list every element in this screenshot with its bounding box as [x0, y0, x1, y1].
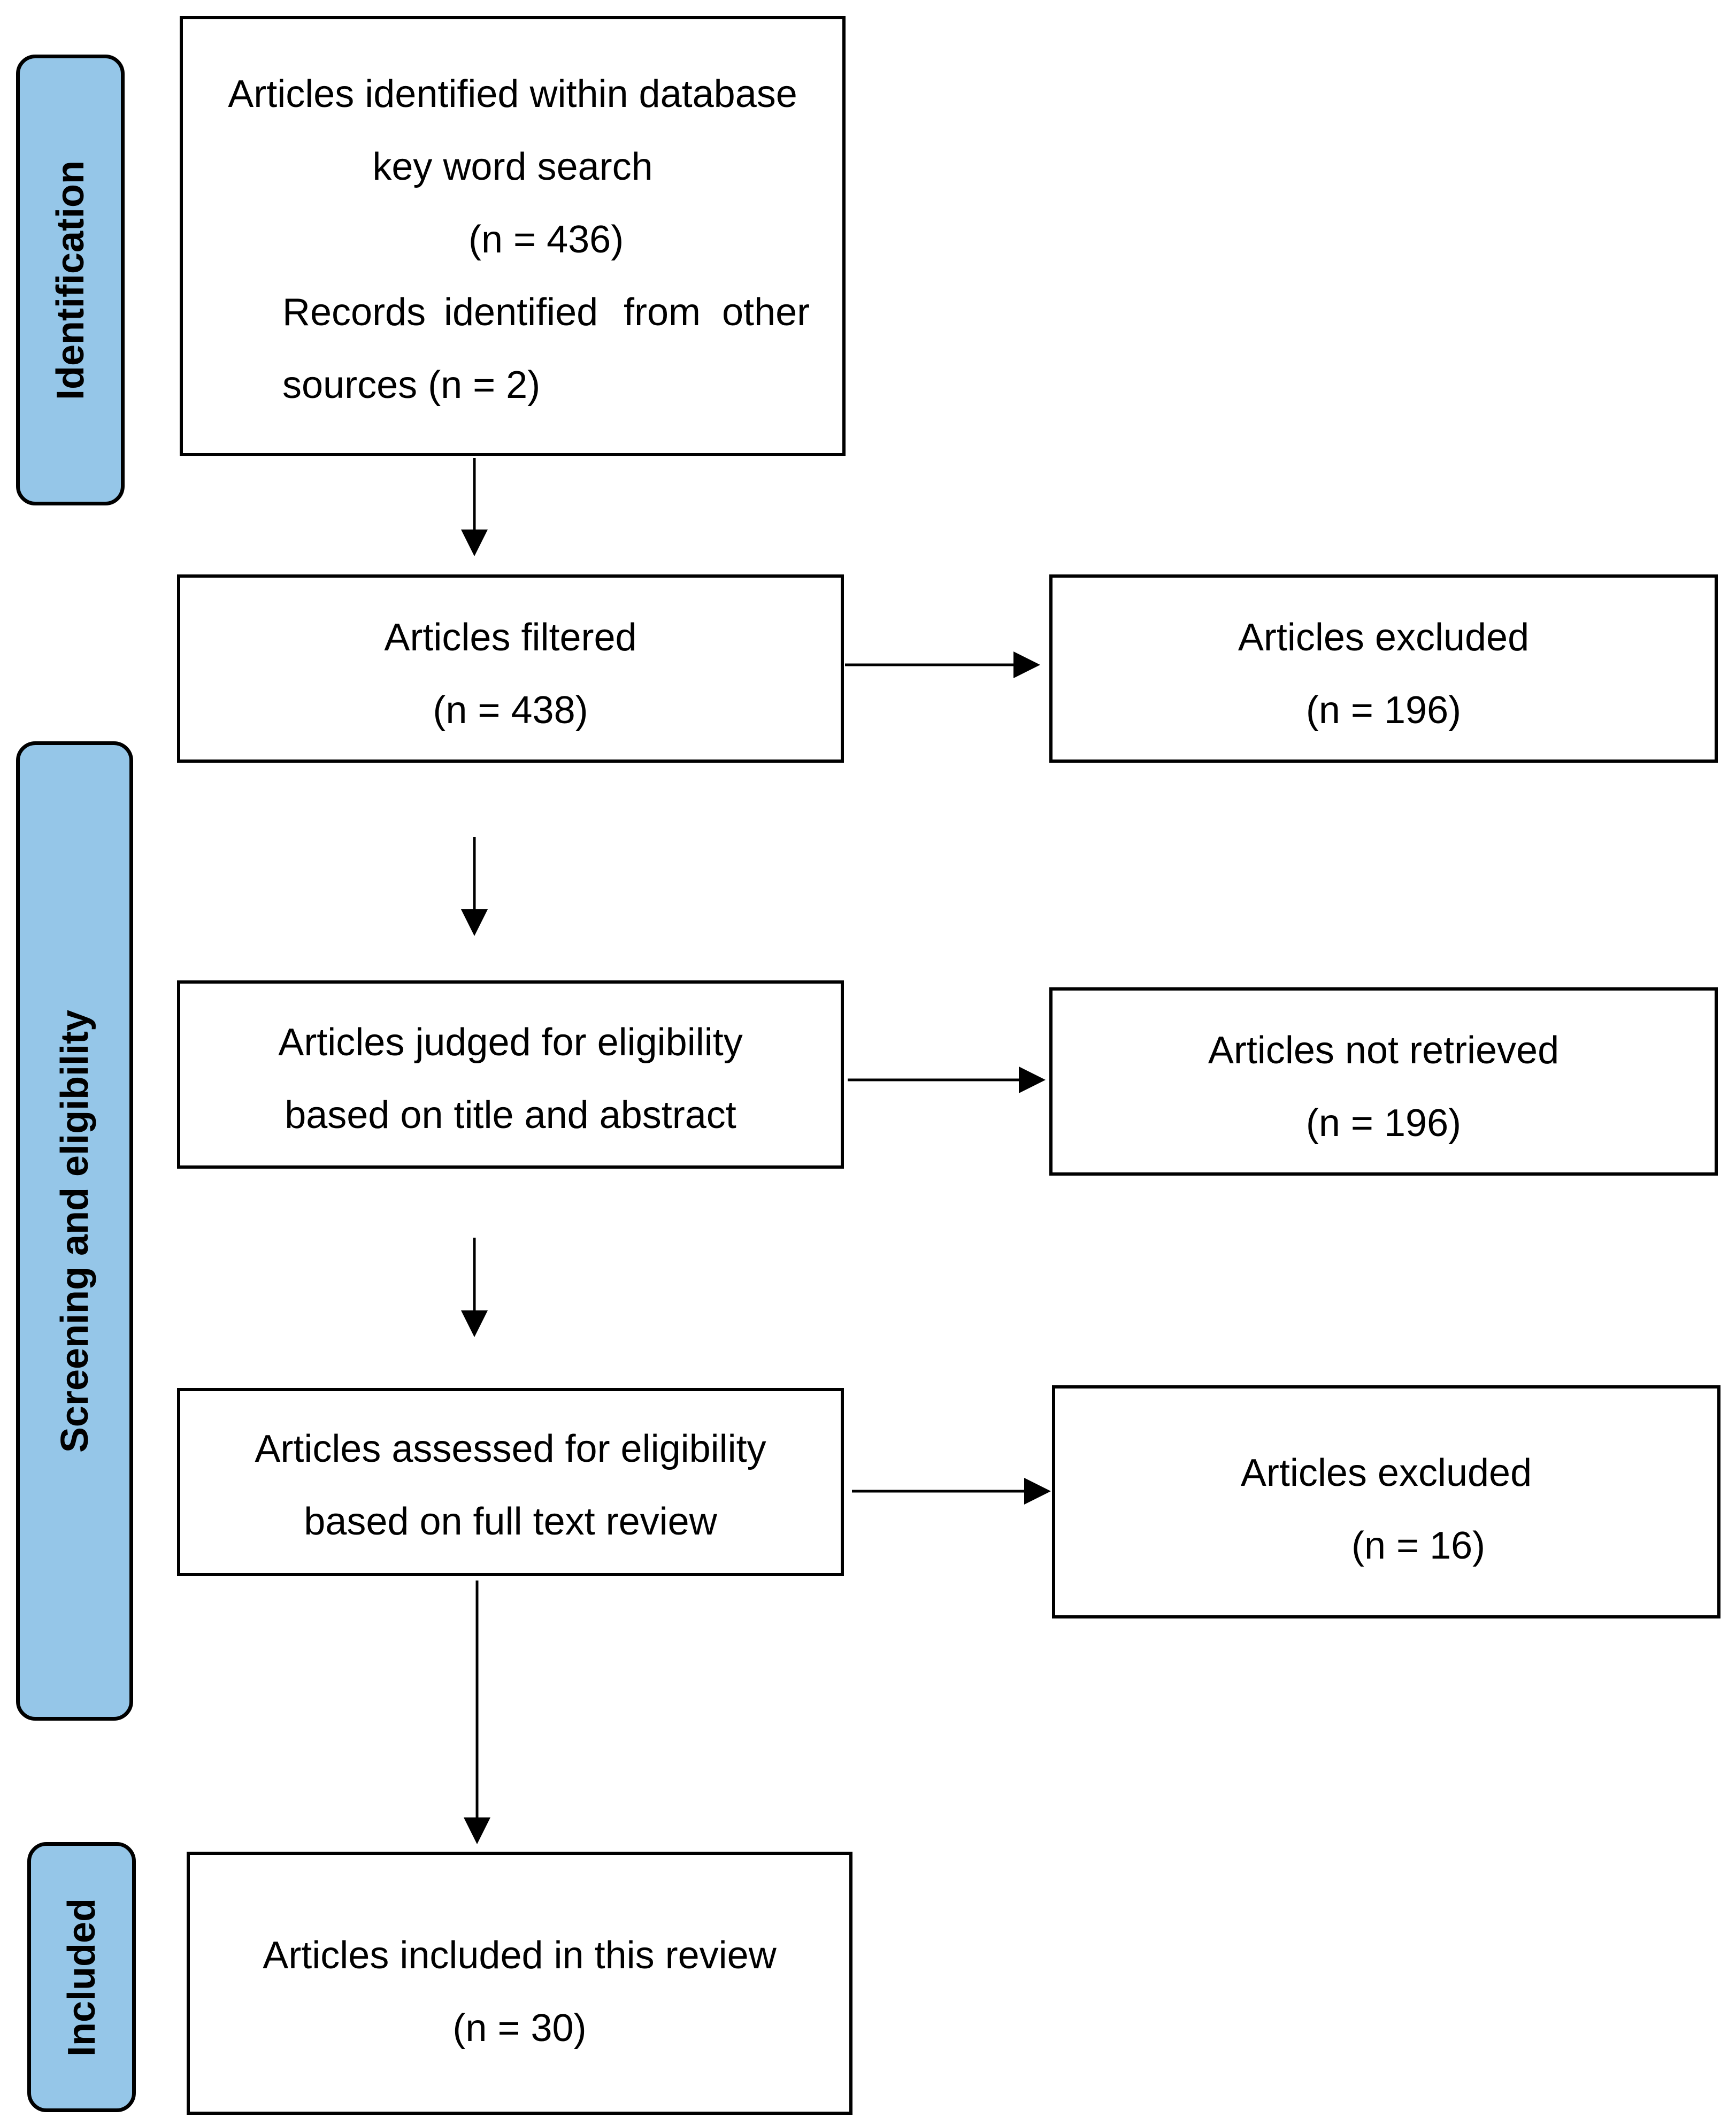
assessed-line-2: based on full text review: [304, 1500, 717, 1543]
identified-line-1: Articles identified within database: [228, 73, 797, 116]
identified-other-word-2: identified: [444, 291, 598, 334]
filtered-label: Articles filtered: [384, 616, 637, 659]
included-box: Articles included in this review (n = 30…: [187, 1852, 852, 2115]
identified-other-word-1: Records: [282, 291, 426, 334]
screening-phase-label: Screening and eligibility: [16, 741, 133, 1721]
included-count: (n = 30): [452, 2007, 587, 2050]
filtered-box: Articles filtered (n = 438): [177, 574, 844, 763]
assessed-box: Articles assessed for eligibility based …: [177, 1388, 844, 1576]
identified-other-word-4: other: [722, 291, 810, 334]
included-label: Articles included in this review: [263, 1934, 777, 1977]
identification-phase-label: Identification: [16, 55, 125, 505]
arrowhead-assessed-to-included: [464, 1817, 490, 1844]
not-retrieved-label: Articles not retrieved: [1208, 1029, 1560, 1072]
arrowhead-judged-to-assessed: [461, 1310, 488, 1337]
excluded-first-label: Articles excluded: [1238, 616, 1530, 659]
arrowhead-assessed-to-excluded: [1024, 1478, 1051, 1505]
identified-other-sources: sources (n = 2): [282, 364, 541, 406]
judged-line-1: Articles judged for eligibility: [278, 1021, 743, 1064]
excluded-box-second: Articles excluded (n = 16): [1052, 1385, 1720, 1618]
not-retrieved-box: Articles not retrieved (n = 196): [1049, 987, 1718, 1176]
included-phase-label: Included: [27, 1842, 136, 2112]
identified-box: Articles identified within database key …: [180, 16, 846, 456]
arrowhead-filtered-to-judged: [461, 909, 488, 936]
excluded-box-first: Articles excluded (n = 196): [1049, 574, 1718, 763]
arrowhead-filtered-to-excluded: [1013, 651, 1040, 678]
assessed-line-1: Articles assessed for eligibility: [255, 1428, 766, 1470]
arrowhead-judged-to-not-retrieved: [1019, 1067, 1046, 1093]
excluded-second-label: Articles excluded: [1240, 1452, 1532, 1494]
excluded-second-count: (n = 16): [1351, 1524, 1486, 1567]
identified-line-2: key word search: [372, 145, 653, 188]
arrowhead-identified-to-filtered: [461, 530, 488, 556]
identified-count: (n = 436): [468, 218, 624, 261]
filtered-count: (n = 438): [433, 689, 588, 732]
identified-other-word-3: from: [624, 291, 701, 334]
judged-line-2: based on title and abstract: [285, 1094, 736, 1137]
excluded-first-count: (n = 196): [1305, 689, 1462, 732]
judged-box: Articles judged for eligibility based on…: [177, 980, 844, 1169]
not-retrieved-count: (n = 196): [1305, 1102, 1462, 1145]
